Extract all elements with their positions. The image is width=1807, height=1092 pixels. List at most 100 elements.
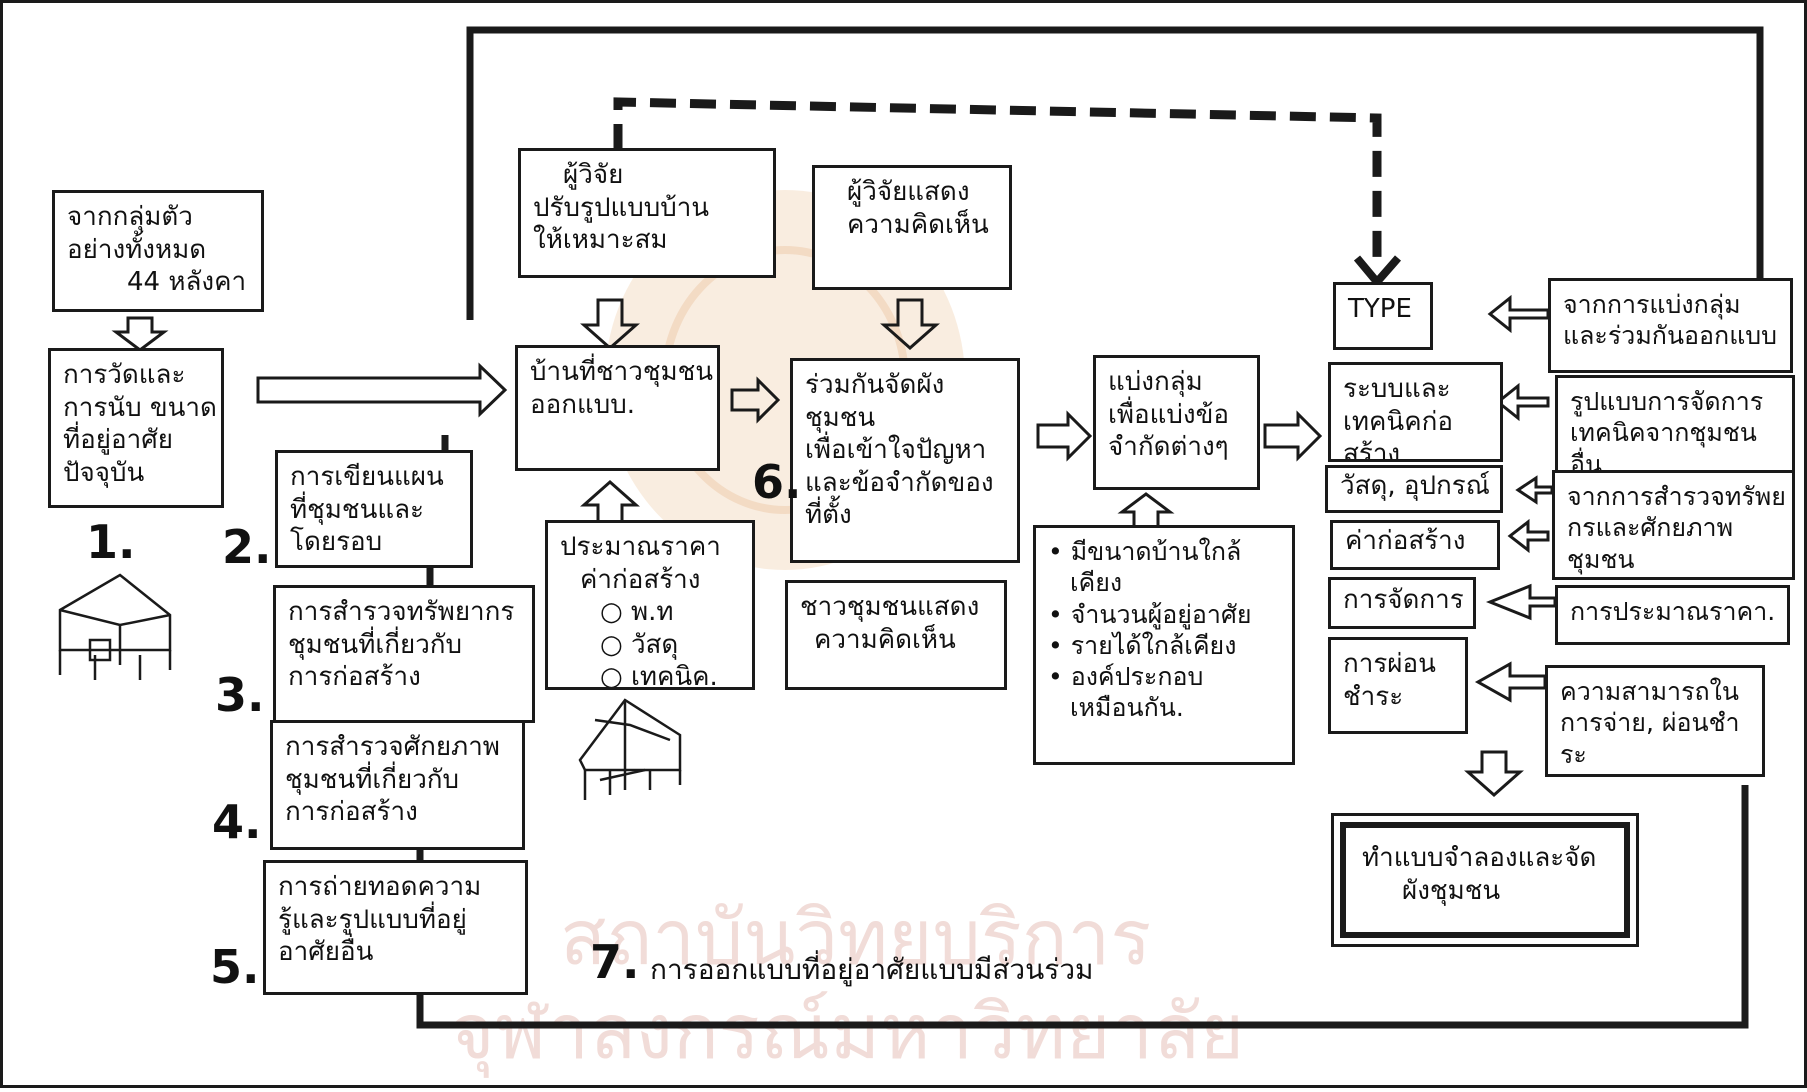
management-box: การจัดการ	[1328, 577, 1476, 629]
cost-line-1: ค่าก่อสร้าง	[1345, 526, 1466, 556]
researcher-opinion-line-2: ความคิดเห็น	[847, 209, 989, 240]
dashed-feedback-line	[613, 97, 1382, 265]
step3-box: การสำรวจทรัพยากร ชุมชนที่เกี่ยวกับ การก่…	[273, 585, 535, 723]
sample-box: จากกลุ่มตัว อย่างทั้งหมด 44 หลังคา	[52, 190, 264, 312]
type-label: TYPE	[1348, 294, 1412, 324]
step3-line-1: การสำรวจทรัพยากร	[288, 597, 515, 627]
step5-line-1: การถ่ายทอดความ	[278, 872, 482, 902]
researcher-adjust-box: ผู้วิจัย ปรับรูปแบบบ้าน ให้เหมาะสม	[518, 148, 776, 278]
criteria-line-5: • องค์ประกอบ	[1048, 662, 1204, 691]
plan-together-box: ร่วมกันจัดผัง ชุมชน เพื่อเข้าใจปัญหา และ…	[790, 358, 1020, 563]
measure-box: การวัดและ การนับ ขนาด ที่อยู่อาศัย ปัจจุ…	[48, 348, 224, 508]
step4-line-3: การก่อสร้าง	[285, 797, 418, 827]
criteria-box: • มีขนาดบ้านใกล้ เคียง • จำนวนผู้อยู่อาศ…	[1033, 525, 1295, 765]
researcher-opinion-box: ผู้วิจัยแสดง ความคิดเห็น	[812, 165, 1012, 290]
group-line-1: แบ่งกลุ่ม	[1108, 367, 1203, 397]
step3-line-3: การก่อสร้าง	[288, 662, 421, 692]
dashed-arrowhead	[1353, 255, 1402, 289]
arrow-survey-cost	[1507, 518, 1550, 554]
plan-line-1: ร่วมกันจัดผัง	[805, 370, 945, 400]
estimate-price-line-1: การประมาณราคา.	[1570, 597, 1776, 626]
arrow-survey-material	[1515, 475, 1554, 505]
villager-design-line-2: ออกแบบ.	[530, 389, 636, 420]
villager-opinion-line-1: ชาวชุมชนแสดง	[800, 592, 980, 622]
arrow-estimate-price	[1485, 583, 1557, 621]
arrow-plan-to-group	[1036, 410, 1093, 462]
survey-line-3: ชุมชน	[1567, 544, 1635, 574]
system-box: ระบบและ เทคนิคก่อ สร้าง	[1328, 362, 1503, 462]
arrow-adjust-to-villager	[580, 298, 640, 351]
watermark-text-2: จุฬาลงกรณ์มหาวิทยาลัย	[450, 987, 1245, 1076]
step-number-6: 6.	[752, 455, 802, 509]
step4-line-2: ชุมชนที่เกี่ยวกับ	[285, 764, 460, 795]
step5-line-3: อาศัยอื่น	[278, 937, 374, 967]
technique-box: รูปแบบการจัดการ เทคนิคจากชุมชน อื่น	[1555, 375, 1795, 483]
estimate-line-5: ○ เทคนิค.	[600, 662, 718, 690]
criteria-line-1: • มีขนาดบ้านใกล้	[1048, 537, 1242, 566]
measure-line-4: ปัจจุบัน	[63, 457, 145, 488]
arrow-villager-to-plan	[730, 376, 781, 424]
outer-loop-line	[466, 26, 1764, 320]
sample-line-2: อย่างทั้งหมด	[67, 234, 207, 265]
house-sketch-2-icon	[578, 698, 682, 800]
step7-caption: การออกแบบที่อยู่อาศัยแบบมีส่วนร่วม	[650, 953, 1094, 986]
arrow-technique	[1495, 382, 1550, 422]
from-group-box: จากการแบ่งกลุ่ม และร่วมกันออกแบบ	[1548, 278, 1793, 373]
material-line-1: วัสดุ, อุปกรณ์	[1340, 471, 1490, 501]
final-line-2: ผังชุมชน	[1402, 875, 1501, 906]
villager-opinion-box: ชาวชุมชนแสดง ความคิดเห็น	[785, 580, 1007, 690]
sample-line-1: จากกลุ่มตัว	[67, 202, 193, 232]
plan-line-4: และข้อจำกัดของ	[805, 467, 994, 498]
researcher-opinion-line-1: ผู้วิจัยแสดง	[847, 177, 970, 207]
ability-box: ความสามารถใน การจ่าย, ผ่อนชำ ระ	[1545, 665, 1765, 777]
measure-line-3: ที่อยู่อาศัย	[63, 425, 173, 455]
criteria-line-3: • จำนวนผู้อยู่อาศัย	[1048, 599, 1252, 629]
technique-line-2: เทคนิคจากชุมชน	[1570, 418, 1757, 448]
installment-line-1: การผ่อน	[1343, 649, 1436, 679]
estimate-line-1: ประมาณราคา	[560, 532, 721, 562]
watermark-text-1: สถาบันวิทยบริการ	[560, 893, 1152, 982]
bottom-loop-line	[416, 785, 1749, 1029]
material-box: วัสดุ, อุปกรณ์	[1325, 465, 1503, 513]
ability-line-1: ความสามารถใน	[1560, 677, 1739, 706]
estimate-line-2: ค่าก่อสร้าง	[580, 564, 701, 595]
step2-line-2: ที่ชุมชนและ	[290, 494, 424, 525]
plan-line-5: ที่ตั้ง	[805, 500, 852, 530]
arrow-opinion-to-plan	[880, 298, 940, 351]
step5-line-2: รู้และรูปแบบที่อยู่	[278, 904, 467, 935]
estimate-line-3: ○ พ.ท	[600, 597, 674, 627]
arrow-sample-to-measure	[111, 316, 169, 352]
final-box: ทำแบบจำลองและจัด ผังชุมชน	[1331, 813, 1639, 947]
survey-line-1: จากการสำรวจทรัพย	[1567, 482, 1786, 511]
criteria-line-6: เหมือนกัน.	[1070, 693, 1184, 723]
technique-line-1: รูปแบบการจัดการ	[1570, 387, 1764, 416]
step4-line-1: การสำรวจศักยภาพ	[285, 732, 500, 762]
plan-line-2: ชุมชน	[805, 402, 876, 433]
adjust-line-1: ผู้วิจัย	[563, 160, 624, 190]
step4-box: การสำรวจศักยภาพ ชุมชนที่เกี่ยวกับ การก่อ…	[270, 720, 525, 850]
step2-box: การเขียนแผน ที่ชุมชนและ โดยรอบ	[275, 450, 473, 568]
step-number-5: 5.	[210, 940, 260, 994]
ability-line-2: การจ่าย, ผ่อนชำ	[1560, 708, 1740, 738]
criteria-line-4: • รายได้ใกล้เคียง	[1048, 630, 1237, 660]
step-number-1: 1.	[86, 515, 136, 569]
step-number-3: 3.	[215, 668, 265, 722]
system-line-2: เทคนิคก่อ	[1343, 406, 1453, 437]
step3-line-2: ชุมชนที่เกี่ยวกับ	[288, 629, 463, 660]
arrow-group-to-type	[1263, 410, 1323, 462]
system-line-1: ระบบและ	[1343, 374, 1451, 404]
arrow-1-to-villager	[256, 362, 508, 418]
from-group-line-2: และร่วมกันออกแบบ	[1563, 321, 1778, 351]
criteria-line-2: เคียง	[1070, 568, 1123, 598]
survey-box: จากการสำรวจทรัพย กรและศักยภาพ ชุมชน	[1552, 470, 1795, 580]
measure-line-2: การนับ ขนาด	[63, 392, 217, 423]
group-line-2: เพื่อแบ่งข้อ	[1108, 399, 1229, 430]
final-line-1: ทำแบบจำลองและจัด	[1362, 843, 1597, 873]
system-line-3: สร้าง	[1343, 439, 1401, 462]
type-box: TYPE	[1333, 282, 1433, 350]
adjust-line-2: ปรับรูปแบบบ้าน	[533, 192, 710, 223]
ability-line-3: ระ	[1560, 739, 1587, 769]
house-sketch-1-icon	[58, 573, 172, 680]
group-split-box: แบ่งกลุ่ม เพื่อแบ่งข้อ จำกัดต่างๆ	[1093, 355, 1260, 490]
